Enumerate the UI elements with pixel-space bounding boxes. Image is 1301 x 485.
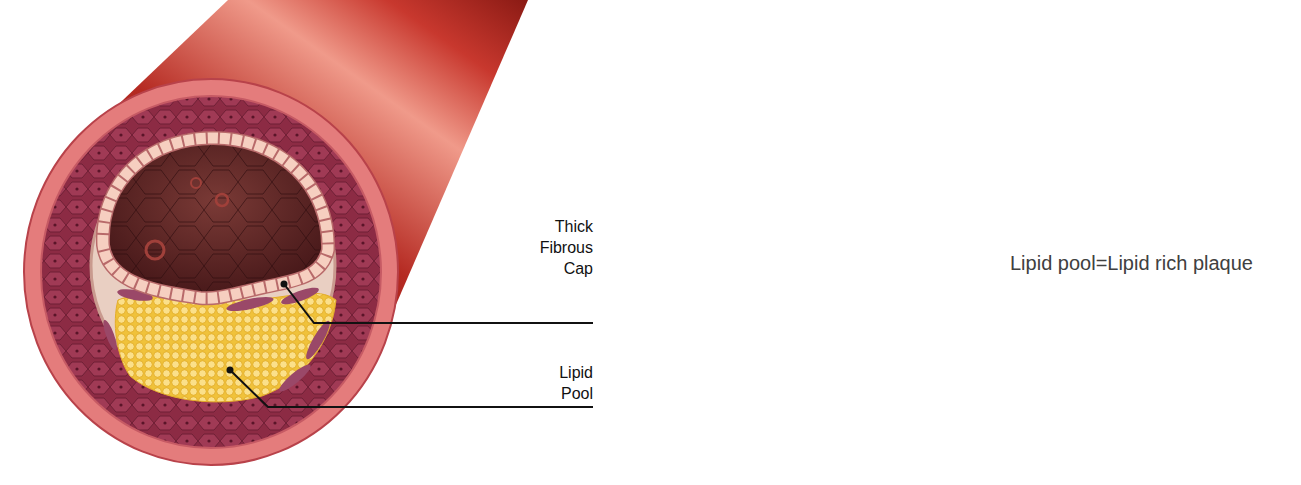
part-label: Thick Fibrous Cap <box>540 216 593 279</box>
note-text: Lipid pool=Lipid rich plaque <box>1010 250 1253 276</box>
leader-line <box>281 281 594 324</box>
leader-line <box>227 367 594 408</box>
part-label: Lipid Pool <box>559 362 593 404</box>
